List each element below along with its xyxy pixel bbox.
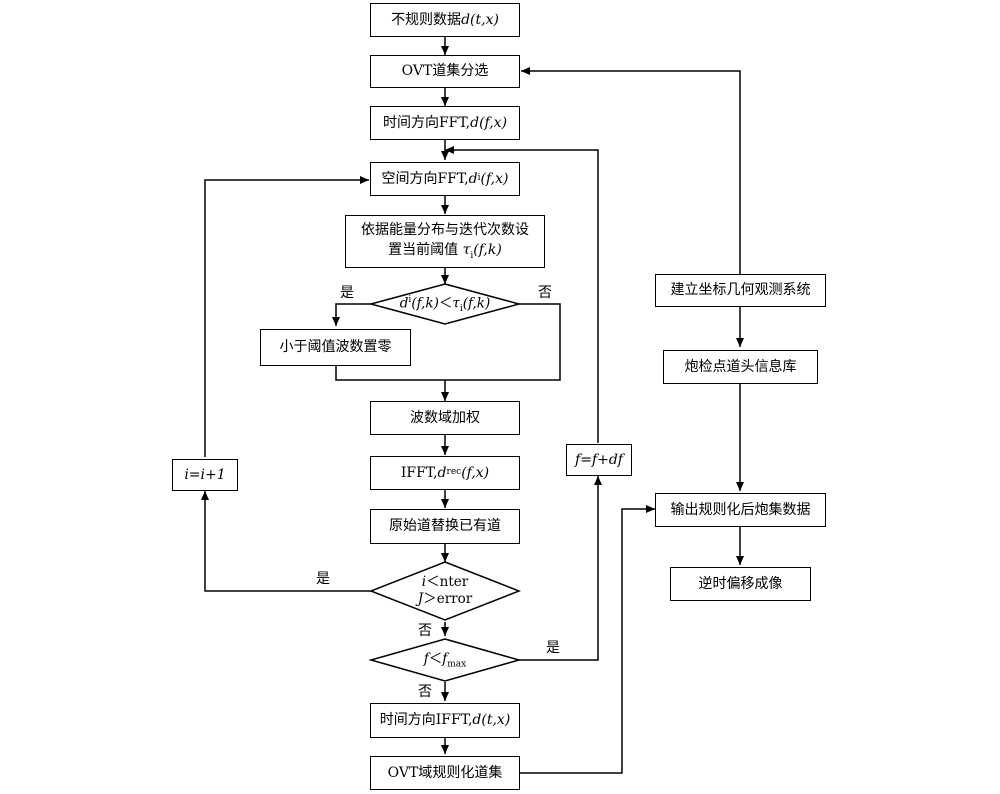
node-time-fft: 时间方向FFT, d(f,x) (370, 106, 520, 140)
node-header-database-label: 炮检点道头信息库 (684, 358, 797, 375)
node-ovt-regularized: OVT域规则化道集 (370, 756, 520, 790)
node-frequency-increment: f=f+df (566, 444, 632, 476)
arrow-r1-n2 (521, 67, 741, 274)
node-threshold-line1: 依据能量分布与迭代次数设 (361, 221, 529, 238)
diamond-frequency-shape (368, 638, 522, 682)
decision-iteration-op1: ＜ (426, 574, 440, 590)
decision-iteration-label: i＜nter J＞error (371, 574, 519, 608)
decision-frequency-label: f＜fmax (371, 651, 519, 671)
line-d1-no (445, 303, 561, 381)
node-threshold-line2-wrap: 置当前阈值 τi(f,k) (388, 240, 502, 263)
node-threshold-math-rest: (f,k) (473, 242, 502, 259)
node-time-ifft-label: 时间方向IFFT, (379, 712, 473, 729)
edge-label-threshold-no: 否 (538, 285, 552, 301)
decision-iteration-line2: J＞error (371, 591, 519, 608)
node-wavenumber-weighting: 波数域加权 (370, 401, 520, 435)
node-frequency-increment-label: f=f+df (575, 451, 623, 468)
node-build-geometry: 建立坐标几何观测系统 (655, 274, 826, 307)
node-time-fft-math: d(f,x) (470, 114, 508, 131)
arrow-d1-yes (332, 303, 371, 326)
arrow-n11-r3 (520, 505, 655, 774)
decision-threshold-right-rest: (f,k) (462, 295, 491, 312)
node-zero-below-threshold: 小于阈值波数置零 (260, 329, 411, 366)
decision-threshold-right-sub: i (459, 304, 463, 315)
line-n6-merge (335, 366, 445, 381)
node-ifft-rec-math-sup: rec (446, 467, 462, 478)
diamond-iteration-shape (368, 561, 522, 621)
arrow-d3-yes-freq (519, 476, 602, 661)
node-rtm-imaging-label: 逆时偏移成像 (698, 575, 783, 592)
edge-label-iteration-no: 否 (418, 623, 432, 639)
decision-iteration-rest1: nter (439, 574, 469, 590)
decision-iteration-line1: i＜nter (371, 574, 519, 591)
edge-label-frequency-no: 否 (418, 684, 432, 700)
decision-iteration-op2: ＞ (423, 590, 437, 607)
decision-iteration-rest2: error (436, 590, 473, 607)
decision-threshold-left-rest: (f,k) (411, 295, 439, 312)
edge-label-iteration-yes: 是 (316, 571, 330, 587)
node-threshold-math-base: τ (462, 242, 471, 259)
node-iteration-increment-label: i=i+1 (184, 466, 226, 483)
node-ovt-sort-label: OVT道集分选 (401, 63, 489, 80)
node-wavenumber-weighting-label: 波数域加权 (410, 409, 480, 426)
diamond-threshold-shape (368, 283, 522, 325)
decision-iteration-var2: J (417, 590, 424, 607)
node-ovt-sort: OVT道集分选 (370, 55, 520, 88)
node-space-fft-label: 空间方向FFT, (381, 170, 469, 187)
node-threshold-math-sub: i (470, 251, 474, 262)
decision-threshold-right-base: τ (452, 295, 460, 312)
edge-label-threshold-yes: 是 (340, 285, 354, 301)
decision-frequency-var: f (423, 651, 429, 667)
decision-frequency-sub: max (447, 659, 467, 670)
arrow-freq-n4 (445, 146, 599, 443)
decision-threshold-left-sup: i (408, 295, 412, 305)
node-ifft-rec-math-rest: (f,x) (461, 464, 490, 481)
decision-frequency-op: ＜ (428, 651, 443, 667)
node-replace-traces: 原始道替换已有道 (370, 509, 520, 544)
arrow-iter-n4 (204, 176, 369, 457)
arrow-d2-yes-iter (201, 491, 371, 592)
node-time-ifft-math: d(t,x) (472, 712, 511, 729)
decision-iteration-var1: i (421, 574, 427, 590)
node-time-fft-label: 时间方向FFT, (382, 114, 471, 131)
node-irregular-data-math: d(t,x) (461, 11, 499, 28)
node-time-ifft: 时间方向IFFT,d(t,x) (370, 703, 520, 738)
node-space-fft-math-rest: (f,x) (480, 170, 509, 187)
node-ifft-rec-label: IFFT, (400, 464, 438, 481)
node-output-shot-gathers: 输出规则化后炮集数据 (655, 493, 826, 527)
node-ovt-regularized-label: OVT域规则化道集 (387, 764, 503, 781)
node-replace-traces-label: 原始道替换已有道 (389, 518, 501, 535)
decision-threshold-label: di(f,k)＜τi(f,k) (371, 295, 519, 315)
node-space-fft-math-base: d (468, 170, 478, 187)
node-iteration-increment: i=i+1 (172, 459, 238, 491)
node-rtm-imaging: 逆时偏移成像 (670, 567, 811, 601)
node-output-shot-gathers-label: 输出规则化后炮集数据 (670, 501, 811, 518)
node-header-database: 炮检点道头信息库 (663, 350, 818, 384)
node-space-fft-math-sup: i (477, 173, 481, 184)
edge-label-frequency-yes: 是 (546, 640, 560, 656)
node-zero-below-threshold-label: 小于阈值波数置零 (279, 339, 392, 356)
node-threshold-setting: 依据能量分布与迭代次数设 置当前阈值 τi(f,k) (345, 215, 545, 268)
decision-threshold-left-base: d (399, 295, 409, 312)
node-ifft-rec-math-base: d (437, 464, 447, 481)
node-irregular-data-label: 不规则数据 (391, 11, 462, 28)
decision-frequency-base: f (442, 651, 448, 667)
node-threshold-line2: 置当前阈值 (388, 242, 459, 259)
node-build-geometry-label: 建立坐标几何观测系统 (670, 282, 811, 299)
decision-threshold-op: ＜ (438, 295, 453, 312)
